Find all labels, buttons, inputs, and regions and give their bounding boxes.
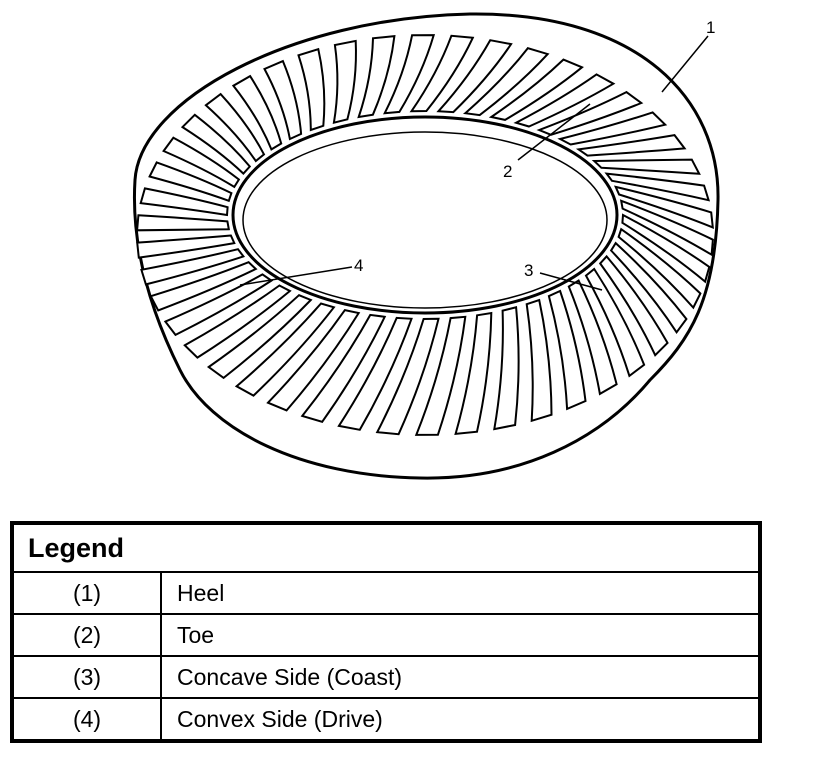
legend-label: Heel [160,571,761,615]
legend-number: (2) [11,613,162,657]
gear-tooth [409,34,475,113]
gear-tooth [462,47,550,117]
gear-tooth [609,241,688,335]
callout-2-leader [517,103,591,161]
legend-row: (1) Heel [11,571,761,615]
legend-row: (2) Toe [11,613,761,657]
callout-3-leader [539,272,603,291]
gear-teeth [136,34,714,436]
gear-tooth [204,92,266,163]
gear-tooth [382,34,436,115]
gear-tooth [619,199,714,257]
ring-gear-bore [231,115,619,315]
gear-tooth [183,284,292,359]
gear-tooth [162,136,241,189]
callout-1: 1 [706,18,715,37]
legend-header-row: Legend [11,522,761,573]
gear-tooth [547,289,587,411]
gear-tooth [206,294,313,380]
gear-tooth [591,158,701,175]
gear-tooth [604,172,711,202]
gear-tooth [234,302,336,397]
gear-tooth [617,227,702,310]
gear-tooth [488,58,584,121]
gear-tooth [598,254,669,357]
gear-tooth [575,134,687,157]
callout-4: 4 [354,256,363,275]
legend-number: (3) [11,655,162,699]
gear-tooth [584,267,646,378]
callout-3: 3 [524,261,533,280]
gear-tooth [332,39,357,125]
ring-gear-bore-rim [242,131,608,309]
gear-tooth [149,261,258,312]
gear-tooth [136,234,236,259]
ring-gear-illustration: 1 2 3 4 [132,12,720,480]
legend-label: Toe [160,613,761,657]
gear-tooth [414,315,467,436]
legend-table: Legend (1) Heel (2) Toe (3) Concave Side… [10,521,762,743]
gear-tooth [557,111,668,146]
gear-tooth [337,316,413,431]
gear-tooth [231,74,283,151]
gear-tooth [567,279,618,396]
gear-tooth [436,39,513,114]
gear-tooth [300,313,387,423]
gear-tooth [163,273,274,337]
legend-label: Concave Side (Coast) [160,655,761,699]
legend-number: (4) [11,697,162,742]
gear-tooth [454,311,493,436]
gear-tooth [139,187,229,217]
gear-tooth [263,59,303,141]
gear-tooth [140,248,246,286]
legend-label: Convex Side (Drive) [160,697,761,742]
gear-tooth [613,185,714,229]
legend-row: (3) Concave Side (Coast) [11,655,761,699]
legend-number: (1) [11,571,162,615]
legend-row: (4) Convex Side (Drive) [11,697,761,742]
gear-tooth [136,214,230,232]
gear-tooth [357,34,396,119]
gear-tooth [297,47,326,132]
gear-tooth [513,73,616,128]
gear-tooth [180,113,252,176]
callout-4-leader [239,266,353,286]
gear-tooth [525,298,553,423]
gear-tooth [621,213,711,284]
gear-tooth [375,317,440,436]
legend-title: Legend [11,522,761,573]
gear-tooth [266,308,361,412]
gear-tooth [493,306,520,431]
callout-2: 2 [503,162,512,181]
callout-1-leader [661,35,709,93]
gear-tooth [148,161,233,203]
